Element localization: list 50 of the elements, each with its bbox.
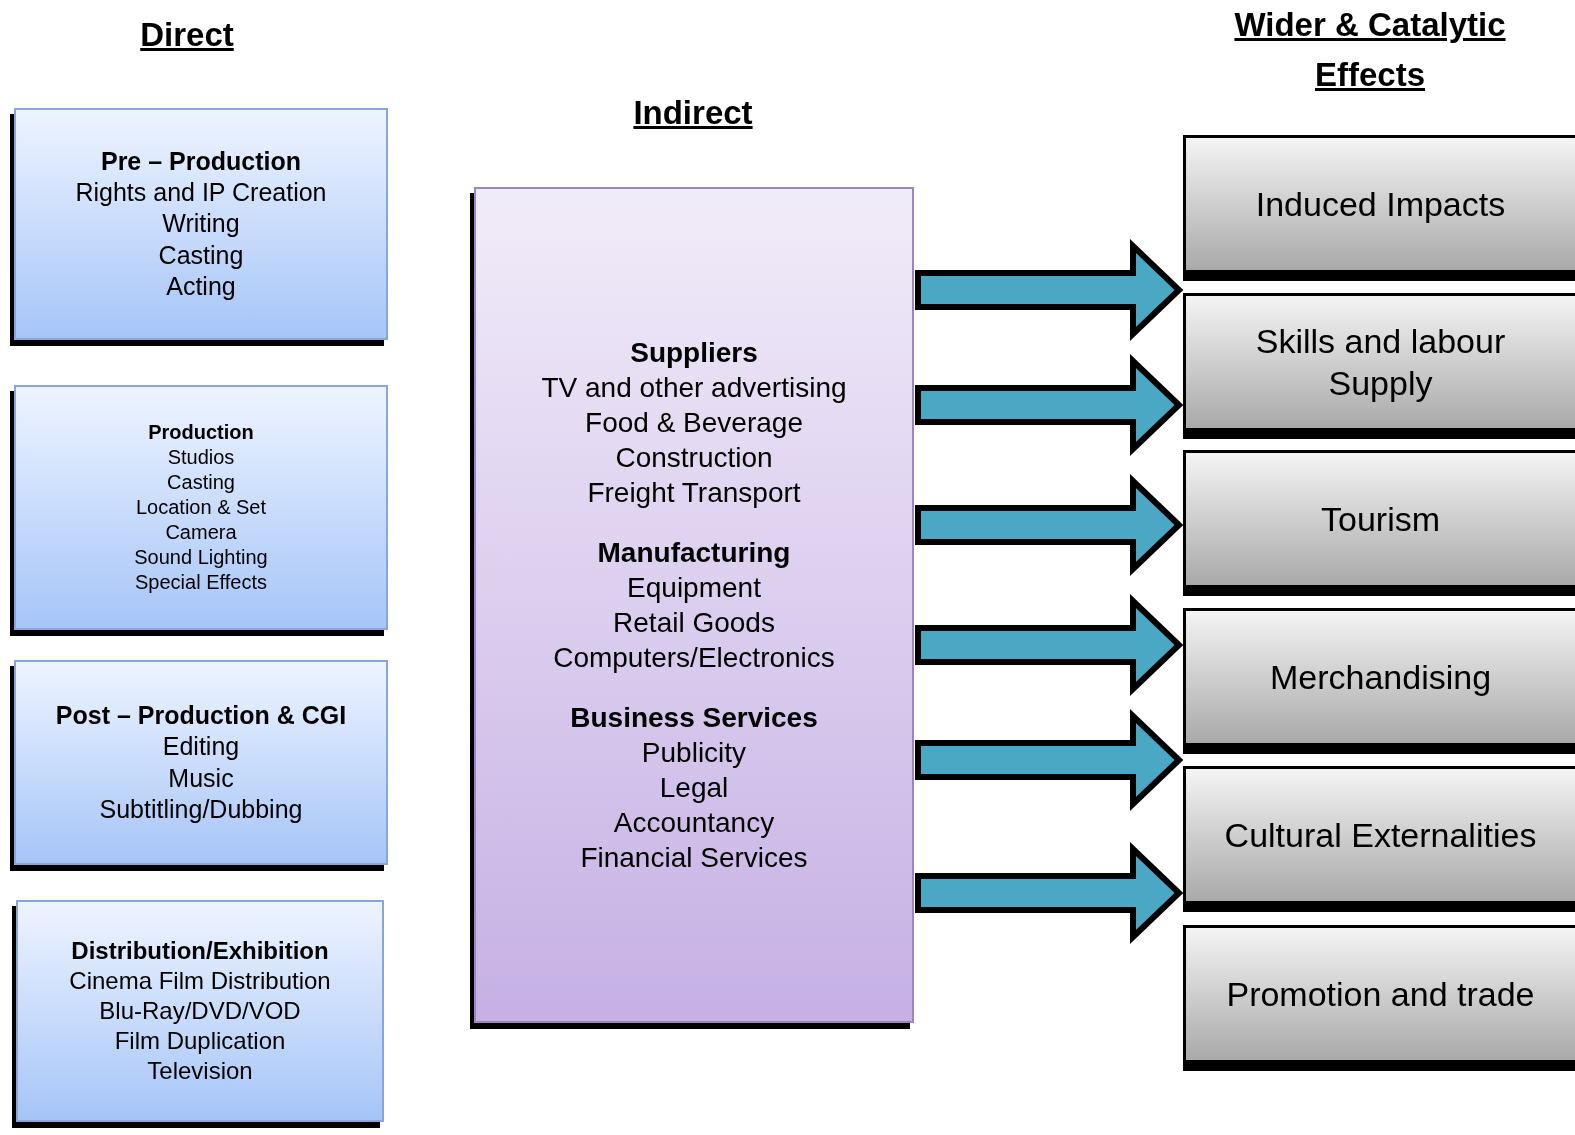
- list-item: Promotion and trade: [1225, 973, 1536, 1015]
- box-heading: Post – Production & CGI: [55, 700, 347, 731]
- list-item: TV and other advertising: [541, 370, 847, 405]
- column-heading: Direct: [139, 15, 235, 55]
- list-item: Induced Impacts: [1254, 183, 1507, 225]
- list-item: Accountancy: [613, 806, 775, 841]
- list-item: Construction: [615, 440, 773, 475]
- box-heading: Manufacturing: [597, 536, 791, 570]
- list-item: Music: [168, 762, 234, 794]
- list-item: Freight Transport: [587, 475, 801, 510]
- list-item: Casting: [158, 239, 244, 271]
- list-item: Film Duplication: [114, 1026, 286, 1056]
- list-item: Cultural Externalities: [1223, 814, 1538, 856]
- list-item: Rights and IP Creation: [75, 177, 327, 209]
- list-item: Retail Goods: [613, 606, 775, 640]
- list-item: Merchandising: [1268, 656, 1493, 698]
- block-arrow: [915, 353, 1184, 457]
- list-item: Sound Lighting: [134, 545, 268, 570]
- block-arrow: [915, 238, 1184, 342]
- list-item: Camera: [165, 520, 237, 545]
- list-item: Studios: [167, 445, 235, 470]
- block-arrow: [915, 708, 1184, 812]
- box-heading: Production: [148, 420, 254, 445]
- list-item: Writing: [162, 208, 240, 240]
- list-item: Skills and labour Supply: [1254, 320, 1507, 404]
- list-item: Food & Beverage: [585, 405, 803, 440]
- list-item: Computers/Electronics: [553, 641, 835, 675]
- list-item: Cinema Film Distribution: [69, 966, 331, 996]
- column-heading: Wider & Catalytic Effects: [1233, 5, 1507, 95]
- list-item: Publicity: [641, 736, 747, 771]
- list-item: Legal: [659, 771, 729, 806]
- list-item: Television: [147, 1056, 253, 1086]
- list-item: Special Effects: [135, 570, 267, 595]
- block-arrow: [915, 593, 1184, 697]
- list-item: Blu-Ray/DVD/VOD: [99, 996, 301, 1026]
- list-item: Tourism: [1320, 498, 1441, 540]
- box-heading: Business Services: [570, 701, 818, 736]
- list-item: Equipment: [627, 571, 761, 605]
- list-item: Subtitling/Dubbing: [99, 793, 303, 825]
- box-heading: Distribution/Exhibition: [71, 936, 329, 966]
- block-arrow: [915, 841, 1184, 945]
- list-item: Acting: [166, 270, 236, 302]
- box-heading: Suppliers: [630, 335, 758, 370]
- block-arrow: [915, 473, 1184, 577]
- list-item: Location & Set: [135, 495, 267, 520]
- list-item: Financial Services: [580, 841, 808, 876]
- list-item: Casting: [167, 470, 235, 495]
- box-heading: Pre – Production: [100, 145, 301, 177]
- list-item: Editing: [162, 731, 240, 763]
- column-heading: Indirect: [632, 93, 754, 133]
